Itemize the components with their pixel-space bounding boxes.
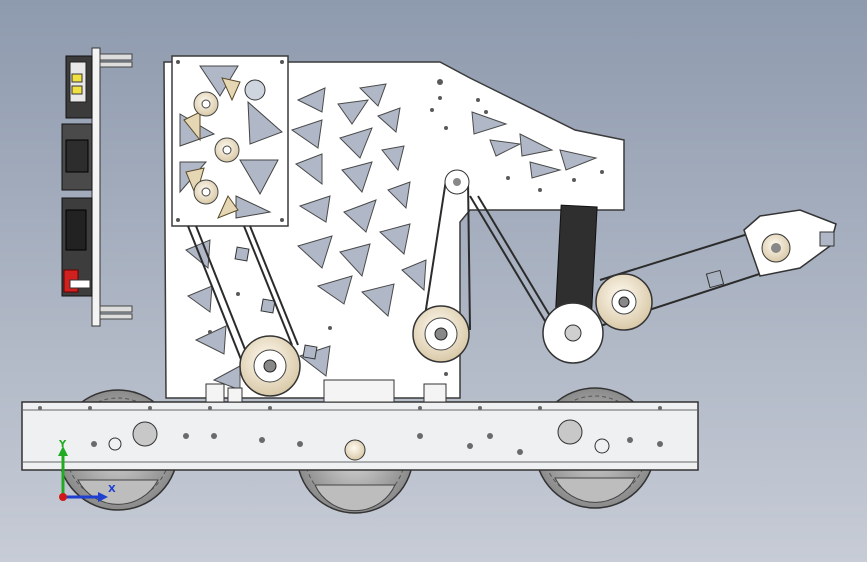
electronics-panel[interactable] [61,47,133,327]
axis-triad: Y X [58,439,116,502]
chassis-rail[interactable] [21,401,699,471]
x-axis-label: X [108,484,116,495]
gearbox-plate[interactable] [171,55,289,227]
idler-pulley-top[interactable] [444,169,470,195]
pulley-center[interactable] [412,305,470,363]
gear-sector-icon [183,77,241,219]
mounting-brackets [205,379,447,403]
pulley-lower-left[interactable] [239,335,301,397]
y-axis-label: Y [58,439,67,450]
tensioner-arm[interactable] [542,204,604,364]
pulley-right[interactable] [595,273,653,331]
extension-arm[interactable] [705,209,837,289]
